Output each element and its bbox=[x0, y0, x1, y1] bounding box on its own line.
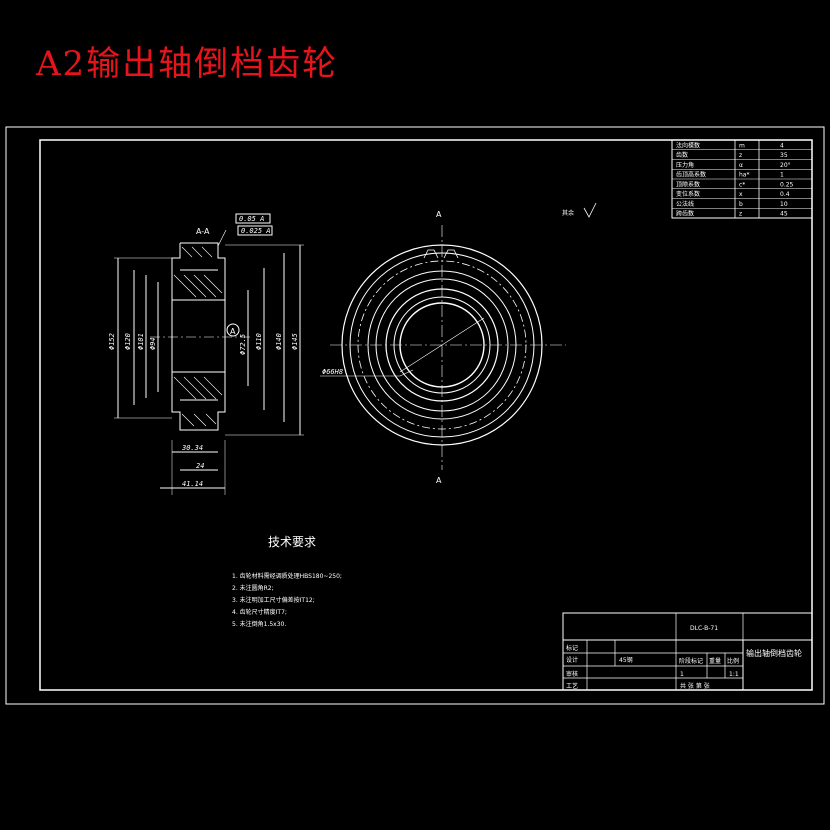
param-symbol: z bbox=[739, 152, 742, 159]
quantity: 1 bbox=[680, 671, 684, 678]
inner-frame bbox=[39, 139, 813, 691]
tech-item-2: 2. 未注圆角R2; bbox=[232, 584, 274, 592]
param-name: 法向模数 bbox=[676, 141, 700, 149]
param-symbol: b bbox=[739, 201, 743, 208]
param-value: 4 bbox=[780, 142, 784, 149]
tech-item-1: 1. 齿轮材料需经调质处理HBS180~250; bbox=[232, 572, 342, 580]
label-review: 审核 bbox=[566, 670, 578, 678]
title-block-text: DLC-B-71 输出轴倒档齿轮 标记 设计 审核 工艺 45钢 阶段标记 重量… bbox=[566, 625, 802, 690]
dim-w2: 24 bbox=[196, 462, 204, 470]
datum-label: A bbox=[230, 327, 236, 336]
drawing-number: DLC-B-71 bbox=[690, 625, 718, 632]
param-symbol: ha* bbox=[739, 172, 749, 179]
title-block bbox=[562, 612, 813, 691]
param-value: 0.25 bbox=[780, 181, 794, 188]
label-ratio: 比例 bbox=[727, 657, 739, 665]
parameter-table: 法向模数 m 4 齿数 z 35 压力角 α 20° 齿顶高系数 ha* 1 顶隙系数 c* 0.25 变位系… bbox=[671, 139, 813, 219]
outer-frame bbox=[5, 126, 825, 705]
dim-d8: Φ145 bbox=[291, 333, 299, 350]
tolerance-1: 0.05 A bbox=[239, 215, 264, 223]
section-view bbox=[114, 213, 304, 495]
dim-d5: Φ72.5 bbox=[239, 334, 247, 355]
param-symbol: m bbox=[739, 142, 745, 149]
param-name: 公法线 bbox=[676, 200, 694, 208]
bore-diameter: Φ66H8 bbox=[322, 368, 343, 376]
material: 45钢 bbox=[619, 656, 633, 664]
part-name: 输出轴倒档齿轮 bbox=[746, 648, 802, 658]
dim-d4: Φ94 bbox=[149, 337, 157, 350]
param-name: 顶隙系数 bbox=[676, 180, 700, 188]
dim-w3: 41.14 bbox=[182, 480, 203, 488]
tech-item-5: 5. 未注倒角1.5x30. bbox=[232, 620, 286, 628]
param-symbol: c* bbox=[739, 181, 745, 188]
front-view-labels: A A Φ66H8 其余 bbox=[322, 202, 597, 485]
tech-heading: 技术要求 bbox=[268, 535, 316, 549]
tech-item-4: 4. 齿轮尺寸精度IT7; bbox=[232, 608, 287, 616]
param-value: 45 bbox=[780, 211, 788, 218]
param-name: 变位系数 bbox=[676, 190, 700, 198]
param-value: 0.4 bbox=[780, 191, 790, 198]
tech-requirements: 技术要求 1. 齿轮材料需经调质处理HBS180~250; 2. 未注圆角R2;… bbox=[232, 535, 342, 628]
dim-d3: Φ101 bbox=[137, 333, 145, 350]
dim-d1: Φ152 bbox=[108, 333, 116, 350]
section-mark-top: A bbox=[436, 210, 442, 219]
tolerance-2: 0.025 A bbox=[241, 227, 271, 235]
label-sheet: 共 张 第 张 bbox=[680, 682, 710, 690]
param-value: 10 bbox=[780, 201, 788, 208]
label-design: 设计 bbox=[566, 656, 578, 664]
param-symbol: z bbox=[739, 211, 742, 218]
param-name: 齿数 bbox=[676, 151, 688, 159]
param-name: 压力角 bbox=[676, 161, 694, 169]
dim-w1: 30.34 bbox=[181, 444, 203, 452]
roughness-icon bbox=[583, 202, 597, 218]
dim-d2: Φ120 bbox=[124, 333, 132, 350]
tech-item-3: 3. 未注明加工尺寸偏差按IT12; bbox=[232, 596, 315, 604]
param-value: 35 bbox=[780, 152, 788, 159]
param-name: 跨齿数 bbox=[676, 210, 694, 218]
param-symbol: α bbox=[739, 162, 743, 169]
scale: 1:1 bbox=[729, 671, 739, 678]
label-stage: 阶段标记 bbox=[679, 657, 703, 665]
label-mark: 标记 bbox=[566, 644, 578, 652]
param-value: 1 bbox=[780, 172, 784, 179]
front-view bbox=[320, 225, 566, 470]
param-name: 齿顶高系数 bbox=[676, 171, 706, 179]
label-weight: 重量 bbox=[709, 657, 721, 665]
dim-d7: Φ140 bbox=[275, 333, 283, 350]
section-mark-bottom: A bbox=[436, 476, 442, 485]
section-label: A-A bbox=[196, 227, 210, 236]
surface-note: 其余 bbox=[562, 209, 574, 217]
section-view-labels: A-A A 0.05 A 0.025 A Φ152 Φ120 Φ101 Φ94 … bbox=[108, 215, 299, 488]
label-process: 工艺 bbox=[566, 682, 578, 690]
param-value: 20° bbox=[780, 162, 791, 169]
param-symbol: x bbox=[739, 191, 743, 198]
dim-d6: Φ110 bbox=[255, 333, 263, 350]
drawing-title: A2输出轴倒档齿轮 bbox=[36, 44, 339, 84]
